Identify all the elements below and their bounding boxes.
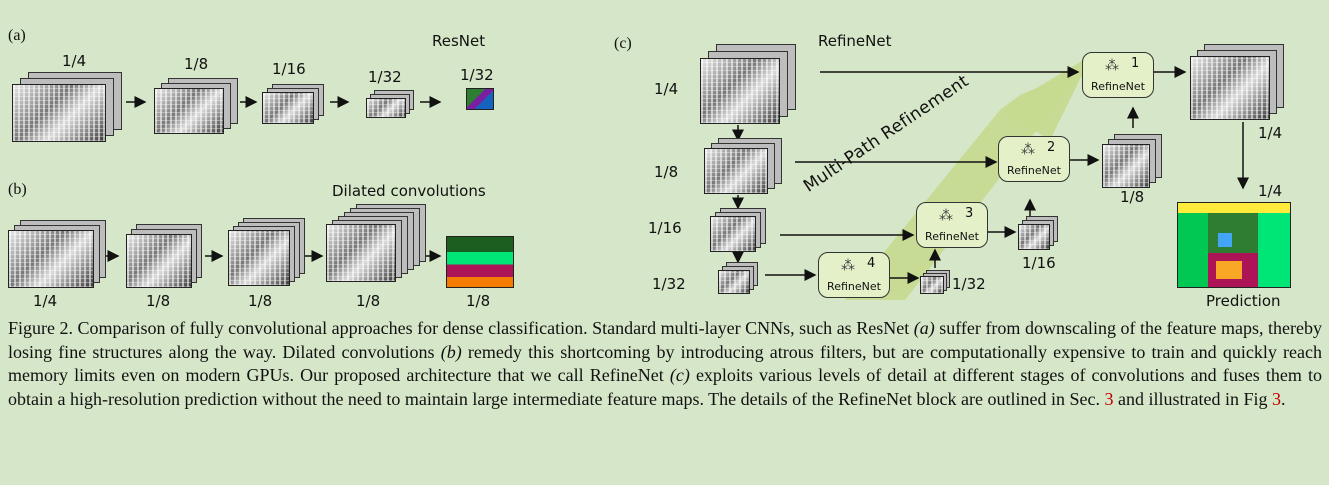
prediction-image — [1177, 202, 1291, 288]
caption-ref-b: (b) — [440, 341, 462, 362]
panel-a-title: ResNet — [432, 32, 486, 50]
caption-text-mid2: remedy this shortcoming by introducing a… — [8, 341, 1322, 386]
panel-b-scale-5: 1/8 — [466, 292, 491, 310]
panel-b-tag: (b) — [8, 181, 27, 198]
multi-path-band — [845, 68, 1085, 300]
caption-ref-c: (c) — [669, 365, 690, 385]
caption-text-prefix: Figure 2. Comparison of fully convolutio… — [8, 318, 914, 338]
caption-text-mid4: and illustrated in Fig — [1113, 388, 1272, 409]
figure-caption: Figure 2. Comparison of fully convolutio… — [8, 317, 1322, 411]
caption-ref-a: (a) — [913, 318, 935, 338]
panel-c-output-scale-2: 1/8 — [1120, 188, 1145, 206]
panel-c-input-scale-4: 1/32 — [652, 275, 686, 293]
panel-a-scale-3: 1/16 — [272, 60, 306, 78]
panel-c-tag: (c) — [614, 35, 632, 52]
refinenet-block-4: ⁂ 4 RefineNet — [818, 252, 890, 298]
refinenet-block-3: ⁂ 3 RefineNet — [916, 202, 988, 248]
network-icon: ⁂ — [1021, 142, 1035, 158]
panel-a-tag: (a) — [8, 27, 26, 44]
figure: (a) ResNet 1/4 1/8 1/16 1/32 1/32 (b) Di… — [8, 27, 1291, 310]
section-link[interactable]: 3 — [1104, 388, 1114, 409]
panel-b-scale-3: 1/8 — [248, 292, 273, 310]
network-icon: ⁂ — [841, 258, 855, 274]
refinenet-block-number: 2 — [1047, 140, 1056, 155]
panel-c-output-scale-4: 1/32 — [952, 275, 986, 293]
panel-c-input-scale-1: 1/4 — [654, 80, 679, 98]
prediction-scale: 1/4 — [1258, 182, 1283, 200]
panel-b-scale-1: 1/4 — [33, 292, 58, 310]
caption-text-mid3: exploits various levels of detail at dif… — [8, 365, 1322, 409]
refinenet-block-number: 4 — [867, 256, 876, 271]
figure-link[interactable]: 3 — [1271, 388, 1281, 409]
prediction-label: Prediction — [1206, 292, 1281, 310]
panel-a-scale-2: 1/8 — [184, 55, 209, 73]
panel-a-scale-4: 1/32 — [368, 68, 402, 86]
caption-text-mid1: suffer from downscaling of the feature m… — [8, 318, 1322, 362]
panel-a-scale-1: 1/4 — [62, 52, 87, 70]
segmentation-a-1-32 — [466, 88, 494, 110]
panel-c-output-scale-3: 1/16 — [1022, 254, 1056, 272]
refinenet-block-number: 1 — [1131, 56, 1140, 71]
panel-b-scale-4: 1/8 — [356, 292, 381, 310]
refinenet-block-label: RefineNet — [1091, 80, 1145, 93]
refinenet-block-2: ⁂ 2 RefineNet — [998, 136, 1070, 182]
panel-b-scale-2: 1/8 — [146, 292, 171, 310]
refinenet-block-label: RefineNet — [925, 230, 979, 243]
refinenet-block-label: RefineNet — [827, 280, 881, 293]
caption-text-suffix: . — [1280, 388, 1286, 409]
refinenet-block-number: 3 — [965, 206, 974, 221]
network-icon: ⁂ — [1105, 58, 1119, 74]
panel-b-title: Dilated convolutions — [332, 182, 486, 200]
panel-c-output-scale-1: 1/4 — [1258, 124, 1283, 142]
panel-c-input-scale-2: 1/8 — [654, 163, 679, 181]
network-icon: ⁂ — [939, 208, 953, 224]
segmentation-b — [446, 236, 514, 288]
refinenet-block-1: ⁂ 1 RefineNet — [1082, 52, 1154, 98]
arrow-layer — [104, 55, 1249, 300]
panel-a-scale-5: 1/32 — [460, 66, 494, 84]
panel-c-title: RefineNet — [818, 32, 892, 50]
refinenet-block-label: RefineNet — [1007, 164, 1061, 177]
panel-c-input-scale-3: 1/16 — [648, 219, 682, 237]
